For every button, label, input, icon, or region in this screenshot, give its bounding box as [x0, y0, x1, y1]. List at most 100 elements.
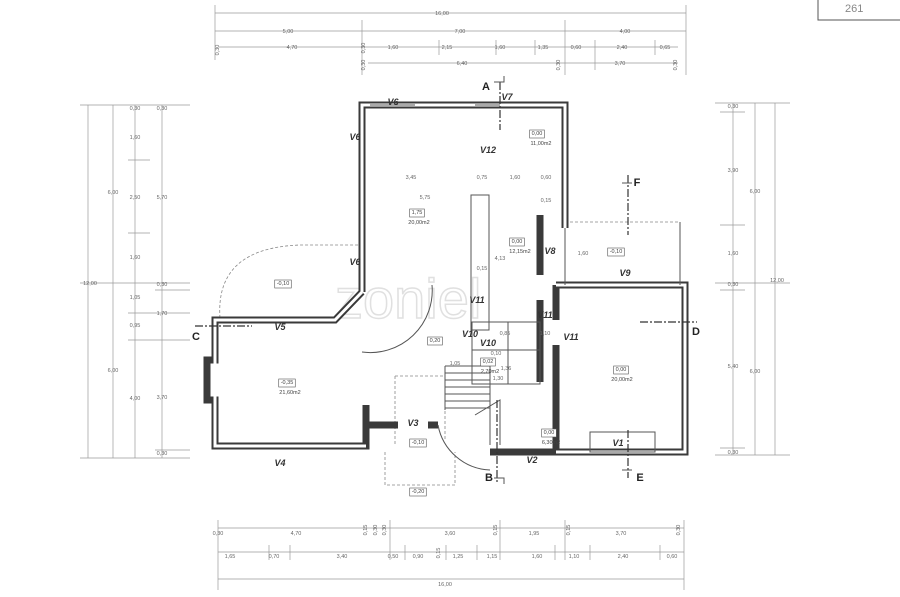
- dimension-label: 4,00: [620, 29, 631, 35]
- dimension-label: 0,30: [673, 60, 679, 71]
- dimension-label: 4,70: [291, 531, 302, 537]
- dimension-label: 16,00: [438, 582, 452, 588]
- section-marker: A: [482, 81, 490, 93]
- dimension-label: 6,40: [457, 61, 468, 67]
- room-area-label: 20,00m2: [408, 220, 429, 226]
- dimension-label: 0,30: [728, 282, 739, 288]
- room-level-tag: 0,00: [532, 131, 543, 137]
- dimension-label: 1,60: [510, 175, 521, 181]
- dimension-label: 1,65: [225, 554, 236, 560]
- dimension-label: 0,60: [541, 175, 552, 181]
- plan-labels: 16,00 5,00 7,00 4,00 0,30 4,70 0,30 1,60 2,15 1,6…: [83, 11, 784, 588]
- room-level-tag: -0,20: [412, 489, 425, 495]
- dimension-label: 3,40: [337, 554, 348, 560]
- section-marker: F: [634, 177, 641, 189]
- dimension-label: 2,40: [617, 45, 628, 51]
- window-label: V9: [619, 268, 630, 278]
- dimension-label: 2,15: [442, 45, 453, 51]
- dimension-label: 7,00: [455, 29, 466, 35]
- room-area-label: 21,60m2: [279, 390, 300, 396]
- room-level-box: [613, 365, 629, 375]
- dimension-label: 3,70: [157, 395, 168, 401]
- room-level-box: [409, 438, 427, 448]
- room-level-tag: -0,10: [412, 440, 425, 446]
- dimension-label: 1,95: [529, 531, 540, 537]
- room-area-label: 6,30m2: [542, 440, 560, 446]
- dimension-label: 1,60: [728, 251, 739, 257]
- room-level-box: [274, 279, 292, 289]
- dimension-label: 16,00: [435, 11, 449, 17]
- dimension-label: 2,50: [130, 195, 141, 201]
- dimension-label: 1,10: [569, 554, 580, 560]
- window-label: V2: [526, 455, 537, 465]
- dimension-label: 6,00: [750, 369, 761, 375]
- dimension-label: 1,60: [130, 135, 141, 141]
- dimension-label: 0,60: [667, 554, 678, 560]
- room-level-box: [529, 129, 545, 139]
- dimension-label: 0,15: [493, 525, 499, 536]
- room-level-box: [427, 336, 443, 346]
- section-marker: C: [192, 331, 200, 343]
- section-lines: [195, 76, 697, 484]
- dimension-label: 4,13: [495, 256, 506, 262]
- room-level-tag: 0,00: [616, 367, 627, 373]
- dimension-label: 1,60: [532, 554, 543, 560]
- room-level-box: [409, 487, 427, 497]
- room-level-tag: 0,00: [512, 239, 523, 245]
- dimension-label: 0,30: [157, 282, 168, 288]
- room-level-box: [409, 208, 425, 218]
- dimension-label: 5,75: [420, 195, 431, 201]
- window-label: V10: [462, 329, 478, 339]
- dimension-label: 1,60: [495, 45, 506, 51]
- dimension-label: 3,45: [406, 175, 417, 181]
- dimension-label: 6,00: [108, 190, 119, 196]
- dimension-label: 0,15: [566, 525, 572, 536]
- dimension-label: 0,70: [269, 554, 280, 560]
- room-level-box: [541, 428, 557, 438]
- dimension-label: 0,30: [157, 451, 168, 457]
- dimension-label: 0,30: [676, 525, 682, 536]
- dimension-label: 0,30: [130, 106, 141, 112]
- room-level-tag: 0,20: [430, 338, 441, 344]
- dimension-label: 6,00: [750, 189, 761, 195]
- window-label: V5: [274, 322, 286, 332]
- dimension-label: 0,15: [541, 198, 552, 204]
- dimension-label: 0,95: [130, 323, 141, 329]
- dimension-label: 1,25: [453, 554, 464, 560]
- dimension-label: 5,70: [157, 195, 168, 201]
- room-area-label: 12,15m2: [509, 249, 530, 255]
- dimension-label: 0,30: [157, 106, 168, 112]
- dimension-label: 0,30: [556, 60, 562, 71]
- room-level-box: [509, 237, 525, 247]
- window-label: V11: [563, 332, 578, 342]
- dimension-label: 3,70: [615, 61, 626, 67]
- dimension-label: 0,10: [491, 351, 502, 357]
- dimension-label: 5,00: [283, 29, 294, 35]
- dimension-label: 1,30: [493, 376, 504, 382]
- room-level-box: [480, 357, 496, 367]
- dimension-label: 0,60: [571, 45, 582, 51]
- window-label: V7: [501, 92, 513, 102]
- dimension-label: 0,30: [382, 525, 388, 536]
- dimension-label: 1,15: [487, 554, 498, 560]
- stamp-frame: [817, 0, 900, 21]
- window-label: V10: [480, 338, 496, 348]
- dimension-label: 4,00: [130, 396, 141, 402]
- dimension-label: 0,30: [361, 60, 367, 71]
- dimension-label: 0,15: [477, 266, 488, 272]
- window-label: V3: [407, 418, 418, 428]
- room-level-tag: 0,02: [483, 359, 494, 365]
- dimension-label: 0,90: [413, 554, 424, 560]
- dimension-label: 1,05: [130, 295, 141, 301]
- staircase: [444, 365, 501, 445]
- dimension-label: 1,60: [130, 255, 141, 261]
- room-level-box: [278, 378, 296, 388]
- window-label: V11: [469, 295, 484, 305]
- dimension-label: 0,85: [500, 331, 511, 337]
- dimension-label: 0,30: [213, 531, 224, 537]
- section-marker: D: [692, 326, 700, 338]
- stamp-number: 261: [845, 3, 863, 15]
- window-label: V8: [544, 246, 555, 256]
- dimension-label: 0,30: [373, 525, 379, 536]
